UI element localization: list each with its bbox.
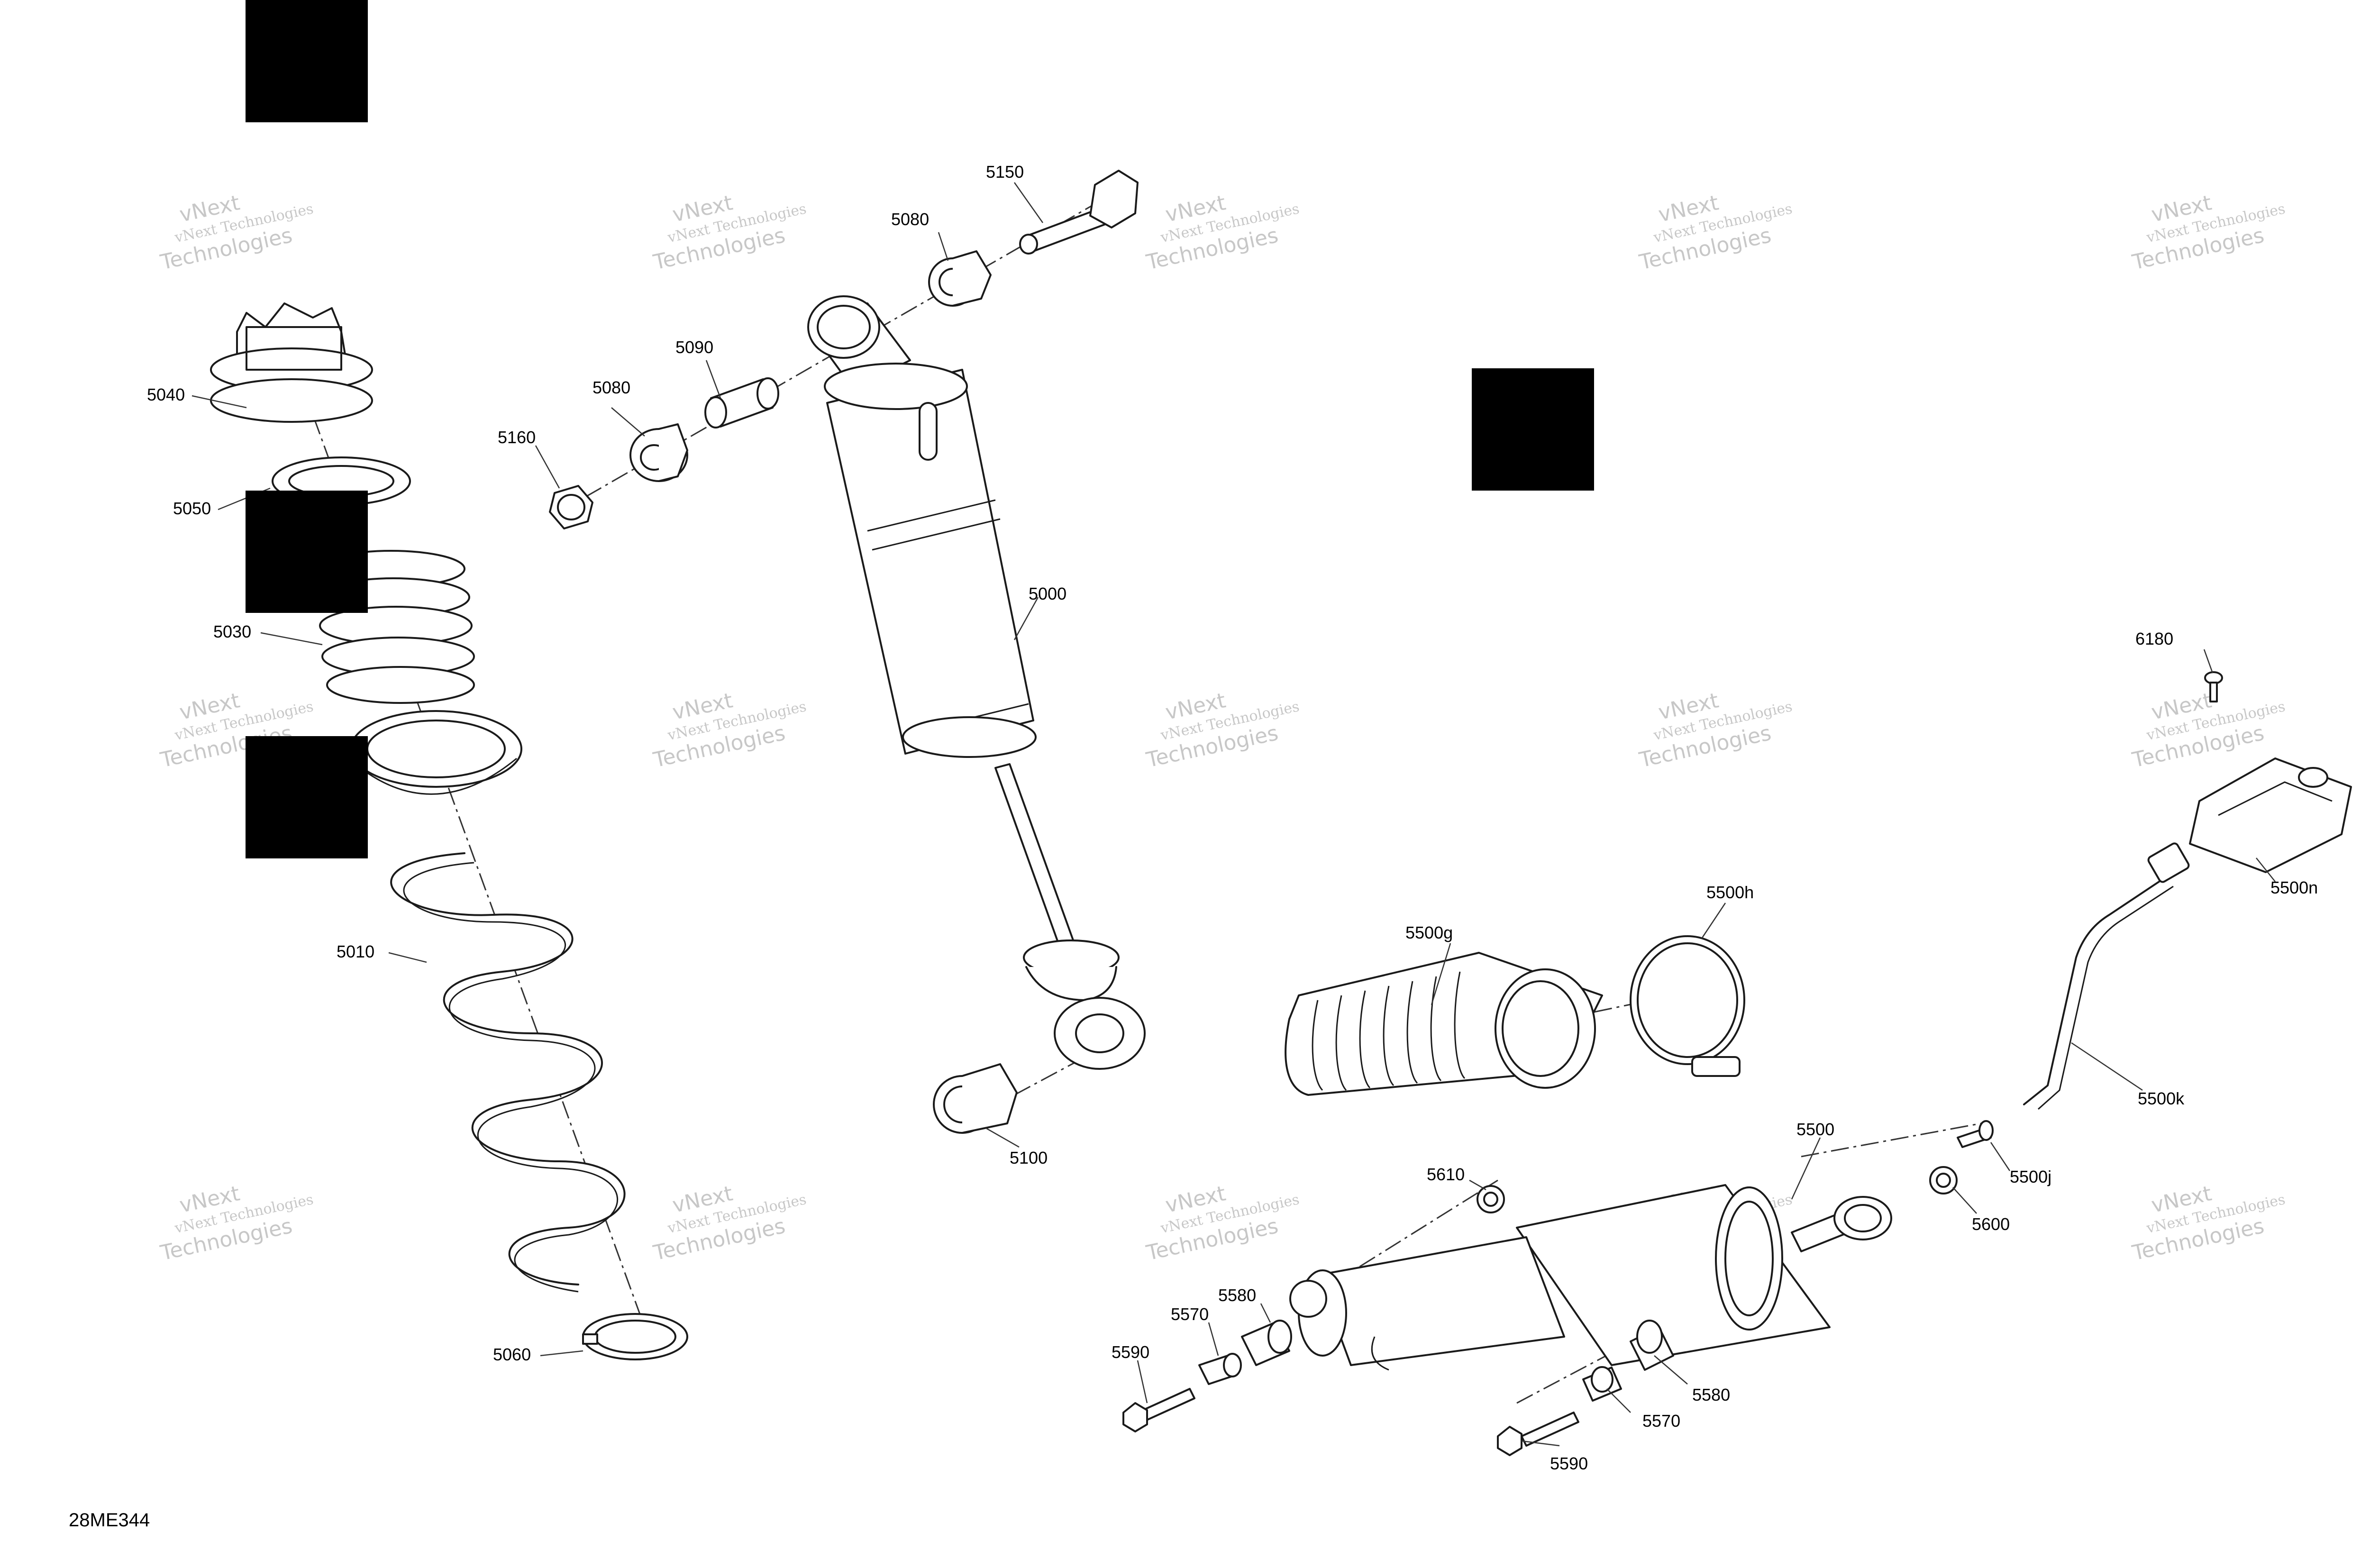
spring-top-cap-5040 xyxy=(210,302,373,423)
callout-5040: 5040 xyxy=(147,385,185,404)
secondary-spring-5030 xyxy=(317,550,475,704)
callout-5090: 5090 xyxy=(675,337,713,357)
sleeve-5580-left xyxy=(1241,1320,1292,1366)
shock-body xyxy=(824,363,1037,758)
callout-5050: 5050 xyxy=(173,499,211,518)
callout-5060: 5060 xyxy=(493,1345,531,1364)
callout-5590: 5590 xyxy=(1112,1342,1149,1362)
main-spring-5010 xyxy=(390,852,626,1293)
shock-5500-axis-right xyxy=(1801,1122,1982,1158)
callout-5010: 5010 xyxy=(337,942,374,961)
callout-5500n: 5500n xyxy=(2270,878,2318,897)
callout-5100: 5100 xyxy=(1010,1148,1048,1167)
boot-5500g xyxy=(1285,952,1603,1096)
redaction-block xyxy=(246,491,368,613)
bolt-5590-left xyxy=(1122,1388,1195,1432)
callout-5570: 5570 xyxy=(1642,1411,1680,1431)
redaction-block xyxy=(1472,368,1594,491)
callout-5580: 5580 xyxy=(1218,1285,1256,1305)
spring-seat-ring xyxy=(350,710,522,795)
callout-5590: 5590 xyxy=(1550,1454,1588,1473)
callout-5500k: 5500k xyxy=(2138,1089,2185,1108)
callout-5610: 5610 xyxy=(1427,1165,1465,1184)
bolt-5590-right xyxy=(1497,1412,1579,1456)
shock-5000-assembly xyxy=(549,170,1148,1134)
shock-5500-assembly xyxy=(1122,671,2352,1456)
spring-bottom-clip-5060 xyxy=(582,1313,688,1360)
bushing-5080-top xyxy=(928,250,992,307)
redaction-block xyxy=(246,0,368,122)
leader-lines xyxy=(191,182,2276,1447)
callout-labels: 5040 5050 5030 5010 5060 5160 5080 5090 … xyxy=(147,162,2318,1473)
callout-5500g: 5500g xyxy=(1405,923,1453,942)
callout-5000: 5000 xyxy=(1029,584,1066,603)
bushing-5610 xyxy=(1477,1185,1505,1213)
redaction-block xyxy=(246,736,368,858)
spacer-5570-left xyxy=(1198,1353,1242,1385)
callout-5580: 5580 xyxy=(1692,1385,1730,1404)
shock-5500-body xyxy=(1289,1184,1831,1371)
reservoir-bracket-5500n xyxy=(2189,757,2352,873)
nut-5160 xyxy=(549,485,593,529)
shock-top-eye xyxy=(807,295,911,390)
shock-5500-eye xyxy=(1791,1196,1892,1252)
sleeve-5580-right xyxy=(1630,1320,1674,1371)
sleeve-5090 xyxy=(704,377,779,428)
callout-5160: 5160 xyxy=(498,428,536,447)
spacer-5570-right xyxy=(1582,1366,1622,1402)
callout-5500: 5500 xyxy=(1796,1120,1834,1139)
shock-shaft xyxy=(994,763,1077,954)
redaction-blocks xyxy=(246,0,1594,858)
bushing-5100 xyxy=(933,1063,1018,1134)
fitting-5500j xyxy=(1957,1120,1994,1148)
shock-bottom-eye xyxy=(1023,939,1146,1070)
diagram-reference-code: 28ME344 xyxy=(69,1510,150,1531)
bushing-5080-left xyxy=(629,423,688,482)
callout-5570: 5570 xyxy=(1171,1304,1209,1324)
callout-5080: 5080 xyxy=(891,210,929,229)
callout-5500j: 5500j xyxy=(2010,1167,2051,1186)
callout-5030: 5030 xyxy=(213,622,251,641)
bolt-5150 xyxy=(1019,170,1139,255)
callout-5600: 5600 xyxy=(1972,1214,2010,1234)
callout-5080: 5080 xyxy=(592,378,630,397)
screw-6180 xyxy=(2204,671,2223,702)
bushing-5600 xyxy=(1929,1166,1958,1194)
callout-5150: 5150 xyxy=(986,162,1024,182)
clamp-5500h xyxy=(1630,935,1745,1077)
callout-5500h: 5500h xyxy=(1706,883,1754,902)
hose-5500k xyxy=(2023,842,2190,1110)
callout-6180: 6180 xyxy=(2135,629,2173,648)
